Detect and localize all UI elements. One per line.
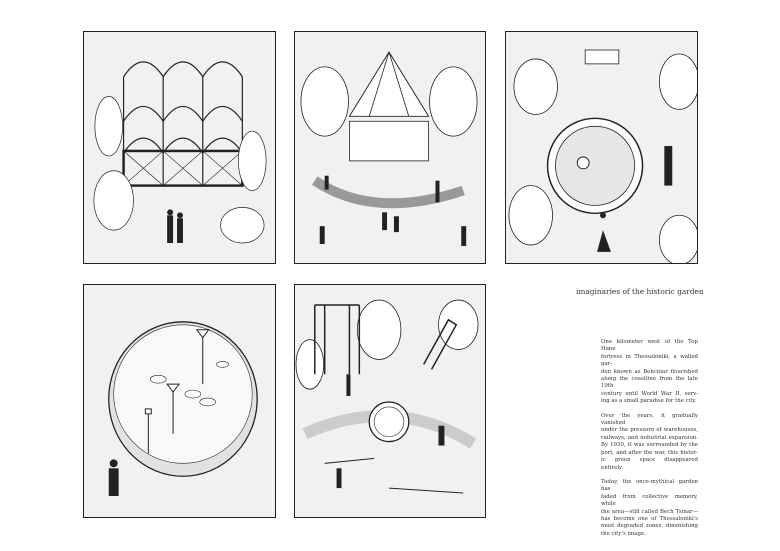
text-line: the area—still called Bech Tsinar—	[601, 508, 698, 515]
text-line: has become one of Thessaloniki's	[601, 515, 698, 522]
text-line: By 1930, it was surrounded by the	[601, 442, 698, 449]
greenhouse-drawing	[93, 61, 267, 244]
description-text: One kilometer west of the Top Hane fortr…	[601, 339, 698, 545]
illustration-pavilion	[294, 31, 486, 264]
text-line: along the coastline from the late 19th	[601, 376, 698, 390]
text-line: ic green space disappeared entirely.	[601, 457, 698, 471]
paragraph-2: Over the years, it gradually vanished un…	[601, 413, 698, 472]
paragraph-3: Today, the once-mythical garden has fade…	[601, 479, 698, 538]
pond-drawing	[108, 321, 258, 497]
paragraph-1: One kilometer west of the Top Hane fortr…	[601, 339, 698, 406]
text-line: most degraded zones, diminishing	[601, 523, 698, 530]
text-line: under the pressure of warehouses,	[601, 427, 698, 434]
text-line: One kilometer west of the Top Hane	[601, 339, 698, 353]
playground-drawing	[295, 299, 479, 494]
illustration-greenhouse	[83, 31, 276, 264]
board-title: imaginaries of the historic garden	[576, 287, 704, 296]
text-line: Today, the once-mythical garden has	[601, 478, 698, 493]
text-line: century until World War II, serv-	[601, 390, 698, 397]
text-line: fortress in Thessaloniki, a walled gar-	[601, 353, 698, 368]
text-line: port, and after the war, this histor-	[601, 449, 698, 456]
illustration-fountain	[505, 31, 698, 264]
illustration-playground	[294, 284, 486, 518]
text-line: ing as a small paradise for the city.	[601, 398, 697, 405]
text-line: den known as Behcinar flourished	[601, 368, 698, 375]
text-line: the city's image.	[601, 530, 646, 537]
text-line: faded from collective memory, while	[601, 493, 698, 508]
fountain-drawing	[508, 49, 697, 263]
text-line: Over the years, it gradually vanished	[601, 412, 698, 427]
pavilion-drawing	[300, 51, 478, 246]
text-line: railways, and industrial expansion.	[601, 434, 698, 441]
illustration-pond-birds	[83, 284, 276, 518]
